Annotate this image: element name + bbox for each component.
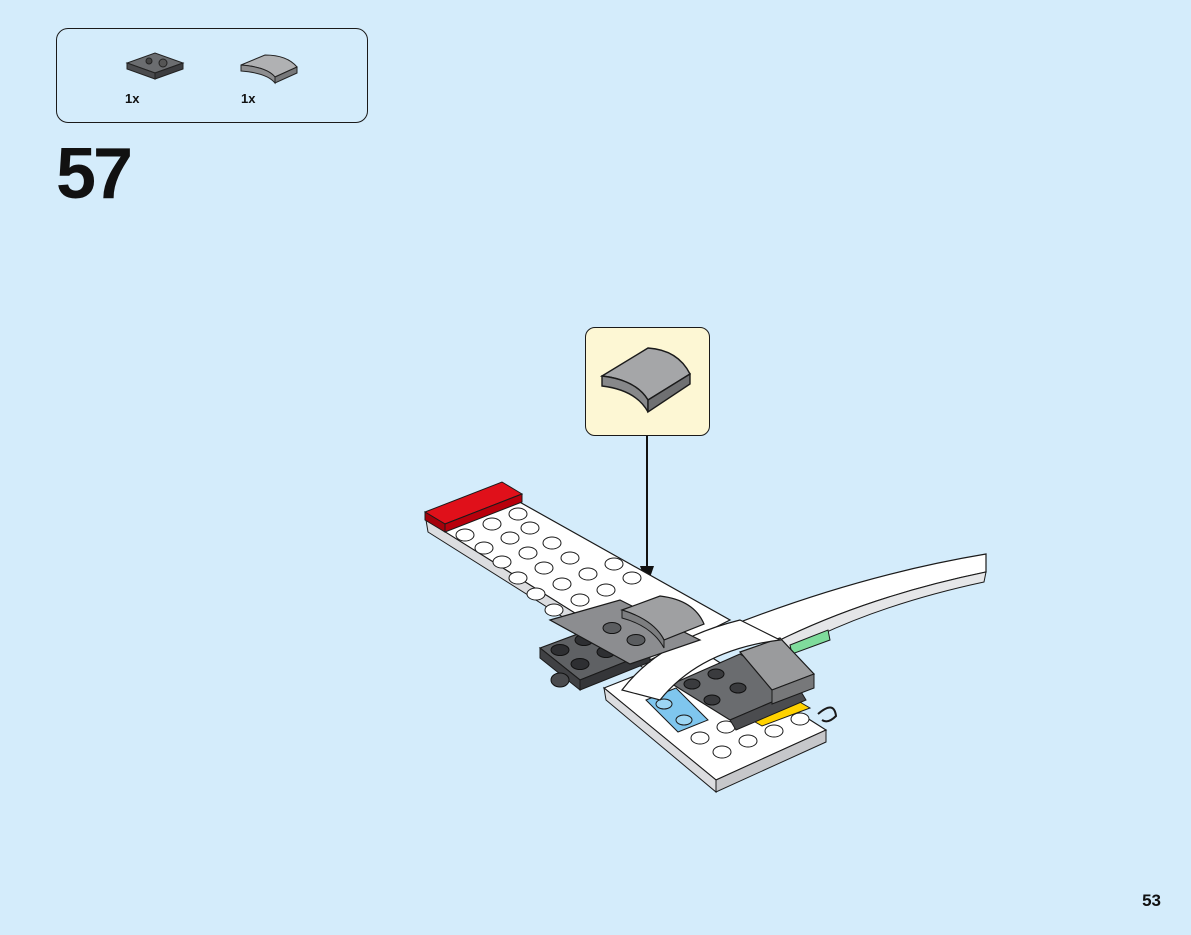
hull-studs: [690, 712, 810, 759]
parts-list-item: 1x: [119, 29, 209, 119]
dark-gray-plate: [670, 653, 807, 731]
light-gray-curved-slope-icon: [599, 347, 691, 414]
parts-list: 1x 1x: [56, 28, 368, 123]
placed-curved-slope: [620, 595, 705, 649]
step-number: 57: [56, 134, 133, 214]
part-quantity: 1x: [241, 91, 256, 106]
light-gray-block: [738, 637, 816, 705]
parts-list-item: 1x: [235, 29, 325, 119]
placement-arrow: [640, 436, 654, 586]
white-canopy-sweep: [620, 619, 783, 701]
part-quantity: 1x: [125, 91, 140, 106]
dark-gray-plate-with-socket-icon: [125, 52, 185, 80]
wing-studs: [455, 507, 642, 617]
gray-base-plate: [548, 599, 702, 665]
page-number: 53: [1142, 891, 1161, 910]
white-wing-right: [728, 553, 987, 655]
part-callout: [585, 327, 710, 436]
light-gray-curved-slope-icon: [240, 54, 298, 85]
white-clip: [817, 706, 838, 723]
